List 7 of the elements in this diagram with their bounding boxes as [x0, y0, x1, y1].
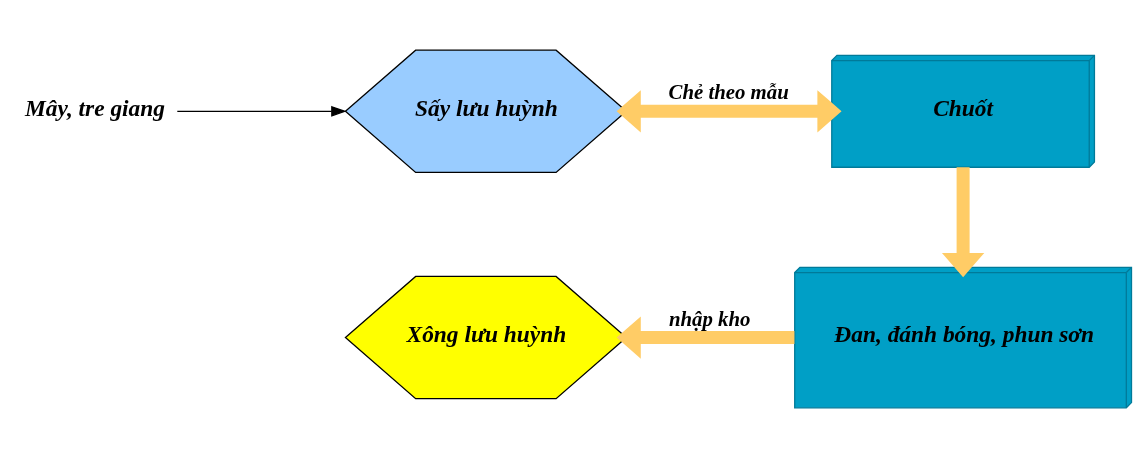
edge-label: Chẻ theo mẫu — [668, 80, 789, 104]
arrow — [616, 316, 795, 359]
arrow — [616, 90, 842, 133]
node-text: Mây, tre giang — [24, 94, 166, 121]
arrow — [176, 105, 347, 117]
edge-label: nhập kho — [668, 306, 751, 330]
arrow — [941, 167, 985, 278]
